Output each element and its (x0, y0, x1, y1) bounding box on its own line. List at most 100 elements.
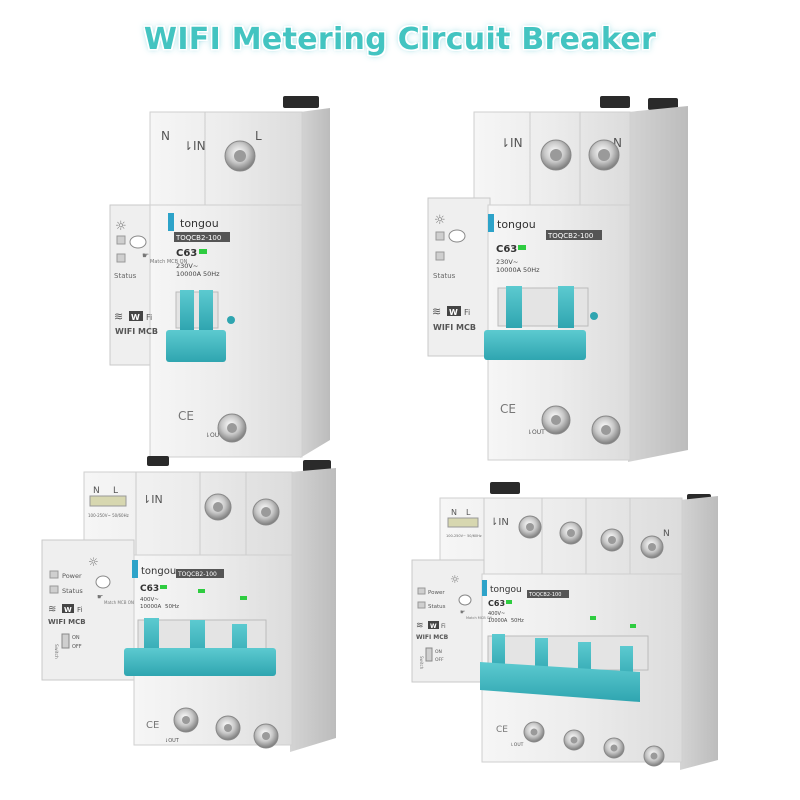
terminal-n-label: N (613, 136, 622, 150)
spec-current: 10000A (176, 270, 202, 278)
pair-button[interactable] (448, 229, 466, 243)
terminal-l-label: L (113, 486, 118, 496)
wifi-icon: ≋ (432, 305, 441, 318)
wifi-fi: Fi (464, 308, 470, 317)
brand-logo: tongou (497, 218, 536, 231)
wifi-fi: Fi (77, 606, 83, 614)
indicator-led (49, 570, 59, 579)
breaker-product-1: N ⇂IN L ☼ ☛ Match MCB ON Status ≋ W Fi W… (109, 96, 330, 458)
model-label: TOQCB2-100 (547, 232, 593, 240)
spec-current: 10000A (488, 618, 508, 624)
toggle-lever[interactable] (180, 290, 194, 330)
switch-on-label: ON (435, 649, 442, 655)
breaker-product-2: ⇂IN N ☼ Status ≋ W Fi WIFI MCB tongou TO… (427, 96, 688, 462)
din-clip (283, 96, 319, 108)
status-label: Status (114, 272, 137, 280)
wifi-icon: ≋ (114, 310, 123, 323)
status-label: Status (433, 272, 456, 280)
page-title: WIFI Metering Circuit Breaker (143, 22, 657, 57)
breaker-product-3: N L 100-250V~ 50/60Hz ⇂IN ☼ Power Status… (41, 456, 336, 752)
status-led (590, 616, 596, 620)
hand-icon: ☛ (97, 593, 103, 601)
toggle-lever[interactable] (558, 286, 574, 328)
wifi-badge: W (430, 623, 437, 630)
breaker-product-4: N L 100-250V~ 50/60Hz ⇂IN N ☼ Power Stat… (411, 482, 718, 770)
terminal-n-label: N (451, 508, 457, 517)
indicator-led (116, 253, 126, 263)
hand-icon: ☛ (142, 251, 149, 260)
wifi-fi: Fi (146, 313, 152, 322)
supply-terminal (447, 517, 479, 528)
settings-icon: ☼ (450, 573, 460, 586)
din-clip (490, 482, 520, 494)
pair-button[interactable] (458, 594, 472, 606)
din-clip (303, 460, 331, 472)
status-led (199, 249, 207, 254)
switch-on-label: ON (72, 635, 80, 641)
status-led (518, 245, 526, 250)
supply-rating: 100-250V~ 50/60Hz (446, 534, 482, 538)
toggle-handle[interactable] (484, 330, 586, 360)
indicator-led (435, 251, 445, 261)
terminal-in-label: ⇂IN (500, 136, 523, 150)
brand-tab (168, 213, 174, 231)
indicator-led (49, 585, 59, 594)
supply-rating: 100-250V~ 50/60Hz (88, 513, 129, 518)
brand-logo: tongou (180, 217, 219, 230)
power-icon: ☼ (434, 213, 446, 228)
spec-voltage: 230V~ (176, 262, 198, 270)
toggle-handle[interactable] (480, 662, 640, 702)
out-label: ⇂OUT (510, 742, 524, 748)
match-label: Match MCB ON (150, 259, 188, 265)
switch-label: Switch (53, 644, 59, 659)
terminal-l-label: L (466, 508, 471, 517)
out-label: ⇂OUT (527, 429, 545, 436)
match-label: Match MCB ON (104, 600, 134, 605)
out-label: ⇂OUT (205, 432, 223, 439)
toggle-lever[interactable] (506, 286, 522, 328)
toggle-handle[interactable] (166, 330, 226, 362)
device-label: WIFI MCB (48, 618, 86, 626)
wifi-badge: W (64, 606, 72, 614)
terminal-in-label: ⇂IN (183, 139, 206, 153)
device-label: WIFI MCB (416, 634, 449, 641)
indicator-led (435, 231, 445, 241)
model-label: TOQCB2-100 (177, 571, 217, 578)
status-led (630, 624, 636, 628)
wifi-icon: ≋ (416, 621, 424, 631)
ce-mark: CE (146, 720, 159, 731)
indicator-led (116, 235, 126, 245)
wifi-icon: ≋ (48, 604, 56, 615)
device-label: WIFI MCB (115, 327, 158, 336)
match-label: Match MCB ON (466, 616, 493, 620)
brand-tab (482, 580, 487, 596)
brand-logo: tongou (141, 566, 176, 577)
wifi-badge: W (449, 308, 458, 317)
power-icon: ☼ (115, 219, 127, 234)
status-led (240, 596, 247, 600)
switch-off-label: OFF (72, 644, 82, 650)
toggle-lever[interactable] (199, 290, 213, 330)
manual-switch[interactable] (425, 647, 433, 662)
manual-switch[interactable] (61, 633, 70, 649)
spec-frequency: 50Hz (165, 604, 179, 610)
pair-button[interactable] (95, 575, 111, 589)
pair-button[interactable] (129, 235, 147, 249)
toggle-lever[interactable] (492, 634, 505, 672)
toggle-handle[interactable] (124, 648, 276, 676)
spec-current: 10000A (140, 604, 161, 610)
rating-label: C63 (496, 244, 517, 255)
indicator-led (417, 601, 426, 609)
terminal-n-label: N (663, 529, 670, 539)
terminal-in-label: ⇂IN (142, 493, 163, 506)
spec-frequency: 50Hz (203, 270, 220, 278)
switch-off-label: OFF (435, 657, 444, 663)
status-label: Status (62, 587, 83, 595)
brand-tab (132, 560, 138, 578)
supply-terminal (89, 495, 127, 507)
power-label: Power (428, 590, 445, 596)
ce-mark: CE (500, 402, 516, 416)
status-led (198, 589, 205, 593)
switch-label: Switch (419, 656, 424, 670)
spec-voltage: 400V~ (140, 597, 159, 603)
